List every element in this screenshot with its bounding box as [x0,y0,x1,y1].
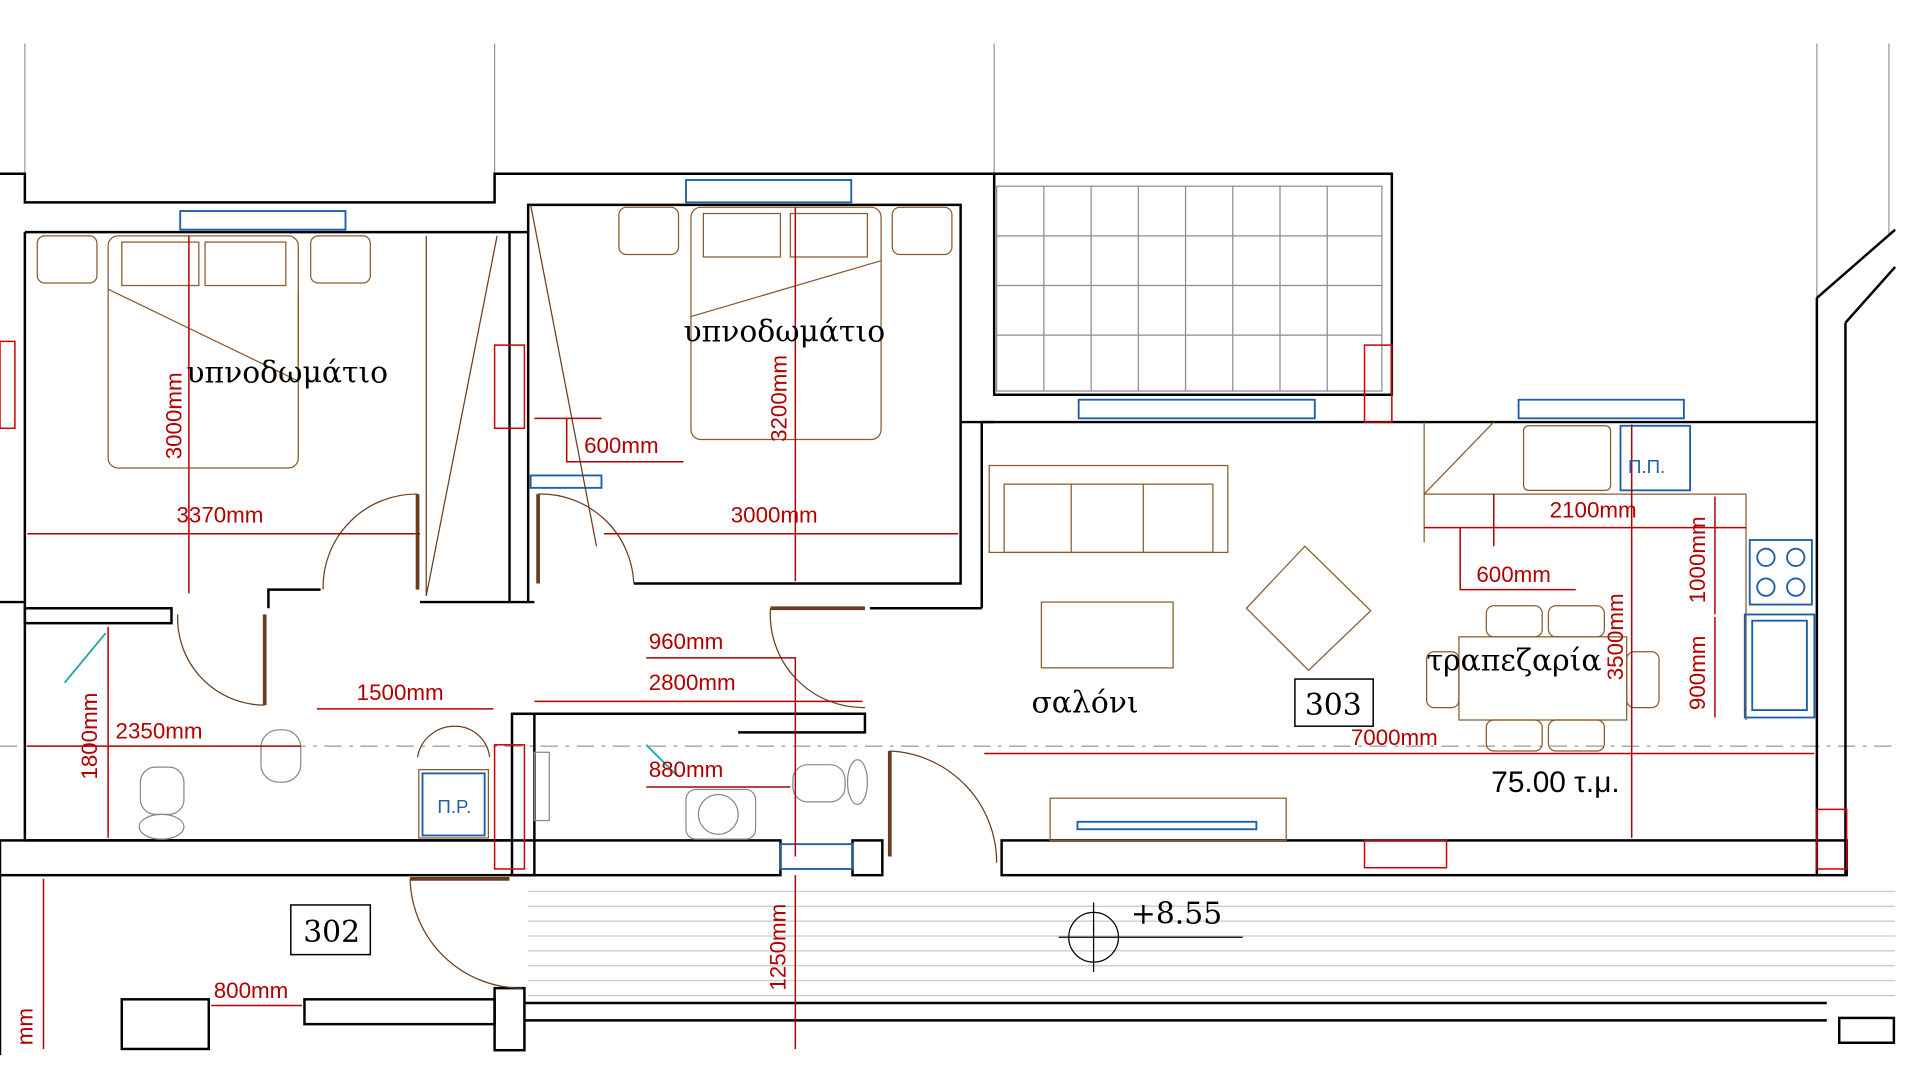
dim-1500: 1500mm [357,680,444,705]
dim-900: 900mm [1685,636,1710,710]
unit-tag-302: 302 [290,904,372,956]
dim-2100: 2100mm [1550,498,1637,523]
dim-600-closet: 600mm [584,433,659,458]
dimension-lines [27,207,1815,1049]
doors [177,204,998,989]
kitchen-appliances [63,424,1816,837]
room-label-bedroom-1: υπνοδωμάτιο [186,355,388,390]
dim-800: 800mm [214,978,289,1003]
unit-number-302: 302 [303,915,360,950]
walls [0,172,1897,1056]
furniture [36,206,1747,842]
dim-880: 880mm [649,757,724,782]
dim-960: 960mm [649,629,724,654]
windows [179,179,1685,870]
terrace-lines [528,890,1896,997]
level-marker: +8.55 [1058,897,1243,972]
dim-1250: 1250mm [765,904,790,991]
dim-mm-partial: mm [12,1008,37,1045]
dim-3000-vertical: 3000mm [161,372,186,459]
dim-3500: 3500mm [1603,593,1628,680]
dim-1800: 1800mm [77,693,102,780]
reference-lines [0,43,1896,747]
dim-2350: 2350mm [116,719,203,744]
dim-600-kitchen: 600mm [1476,562,1551,587]
level-value: +8.55 [1131,897,1222,932]
label-pp: Π.Π. [1628,456,1665,477]
balcony-tiles [996,185,1383,392]
red-columns [0,340,1848,870]
dim-1000: 1000mm [1685,516,1710,603]
dim-3370: 3370mm [176,503,263,528]
label-pr: Π.Ρ. [437,796,471,817]
dim-3000-horizontal: 3000mm [731,503,818,528]
dim-2800: 2800mm [649,670,736,695]
room-label-dining: τραπεζαρία [1427,643,1602,678]
dimension-labels: 3000mm 3370mm 600mm 3200mm 3000mm 2100mm… [12,355,1710,1045]
bathroom-fixtures [138,729,869,840]
unit-number-303: 303 [1305,688,1362,723]
dim-7000: 7000mm [1351,725,1438,750]
unit-tag-303: 303 [1294,678,1374,727]
area-label: 75.00 τ.μ. [1491,766,1619,799]
room-label-bedroom-2: υπνοδωμάτιο [683,314,885,349]
dim-3200: 3200mm [767,355,792,442]
room-label-living: σαλόνι [1031,686,1138,721]
